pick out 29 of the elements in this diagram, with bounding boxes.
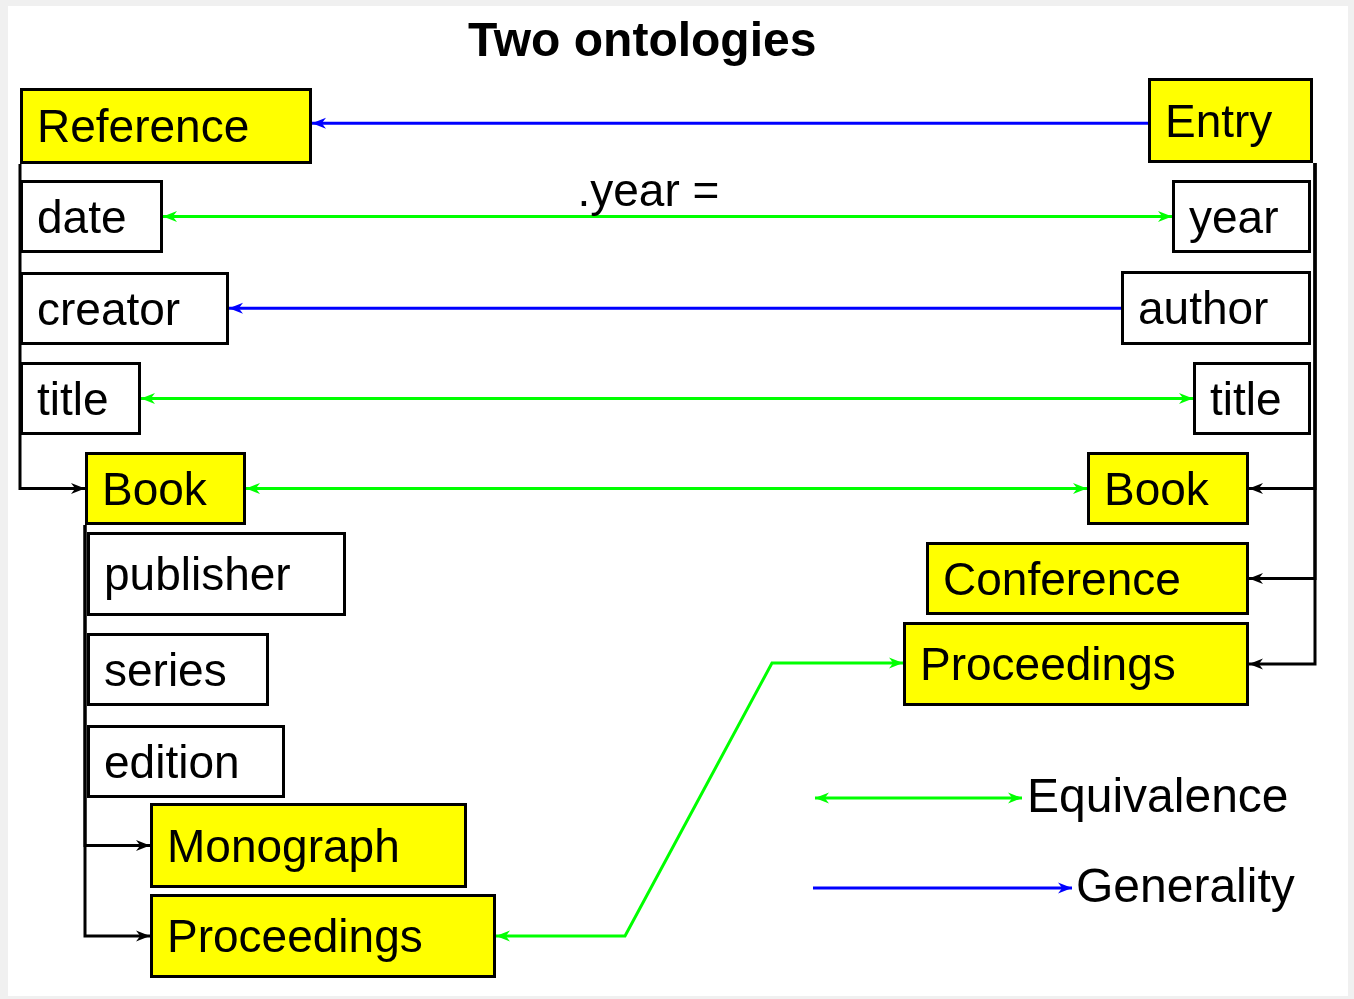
connector-arrow	[229, 302, 1121, 314]
attribute-box: publisher	[87, 532, 346, 616]
connector-arrow	[18, 164, 85, 495]
connector-arrow	[496, 657, 903, 942]
attribute-box: series	[87, 633, 269, 706]
attribute-box: author	[1121, 271, 1311, 345]
connector-arrow	[246, 482, 1087, 495]
connector-arrow	[1249, 163, 1317, 670]
class-box: Reference	[20, 88, 312, 164]
class-box: Monograph	[150, 803, 467, 888]
legend-label: Generality	[1076, 862, 1295, 910]
attribute-box: title	[20, 362, 141, 435]
diagram-title: Two ontologies	[468, 12, 817, 67]
connector-arrow	[83, 525, 150, 942]
class-box: Book	[1087, 452, 1249, 525]
class-box: Proceedings	[150, 894, 496, 978]
connector-arrow	[312, 117, 1148, 129]
class-box: Entry	[1148, 78, 1313, 163]
attribute-box: edition	[87, 725, 285, 798]
connector-arrow	[141, 392, 1193, 405]
class-box: Conference	[926, 542, 1249, 615]
attribute-box: year	[1172, 180, 1311, 253]
attribute-box: creator	[20, 272, 229, 345]
legend-label: Equivalence	[1027, 772, 1289, 820]
connector-arrow	[163, 210, 1172, 223]
class-box: Proceedings	[903, 622, 1249, 706]
attribute-box: title	[1193, 362, 1311, 435]
class-box: Book	[85, 452, 246, 525]
attribute-box: date	[20, 180, 163, 253]
